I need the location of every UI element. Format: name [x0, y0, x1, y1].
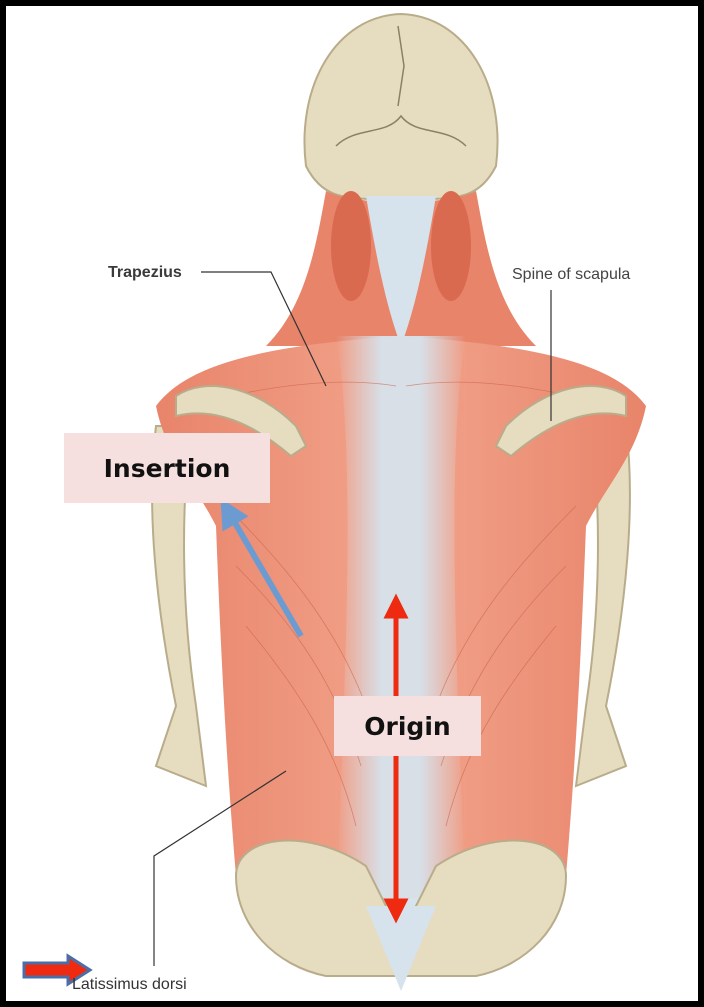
insertion-callout: Insertion	[64, 433, 270, 503]
neck-muscles	[266, 191, 536, 346]
back-muscles-illustration	[6, 6, 698, 1001]
torso-muscles	[156, 336, 646, 906]
skull	[304, 14, 497, 201]
label-spine-of-scapula: Spine of scapula	[512, 266, 630, 284]
label-trapezius: Trapezius	[108, 264, 182, 282]
label-latissimus-dorsi: Latissimus dorsi	[72, 976, 187, 994]
origin-callout: Origin	[334, 696, 481, 756]
